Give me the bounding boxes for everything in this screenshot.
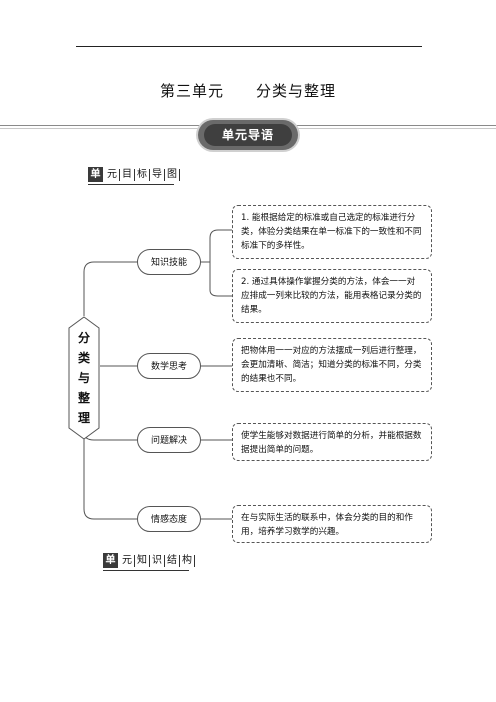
root-node-shape — [68, 316, 100, 440]
section-heading-first-char: 单 — [103, 553, 118, 568]
section-heading-underline — [103, 570, 189, 571]
section-heading-first-char: 单 — [88, 167, 103, 182]
root-char: 与 — [77, 371, 90, 385]
branch-node-attitude: 情感态度 — [137, 506, 201, 532]
top-rule — [76, 46, 422, 47]
section-heading-underline — [88, 184, 174, 185]
goal-box-thinking: 把物体用一一对应的方法摆成一列后进行整理，会更加清晰、简洁；知道分类的标准不同，… — [232, 338, 432, 392]
goal-box-problem-solving: 使学生能够对数据进行简单的分析，并能根据数据提出简单的问题。 — [232, 423, 432, 461]
connector-root-4 — [83, 440, 137, 520]
goal-box-knowledge-1: 1. 能根据给定的标准或自己选定的标准进行分类，体验分类结果在单一标准下的一致性… — [232, 205, 432, 259]
connector-root-1 — [83, 261, 137, 316]
page-title: 第三单元 分类与整理 — [159, 82, 336, 100]
section-heading-char: 元 — [105, 168, 120, 181]
goal-box-knowledge-2: 2. 通过具体操作掌握分类的方法，体会一一对应排成一列来比较的方法，能用表格记录… — [232, 269, 432, 323]
banner-label: 单元导语 — [204, 124, 292, 146]
connector-branch-1a — [201, 229, 232, 263]
root-char: 理 — [77, 411, 90, 425]
section-heading-char: 导 — [150, 168, 165, 181]
section-heading-structure: 单 元 知 识 结 构 — [103, 553, 195, 571]
root-char: 分 — [77, 331, 90, 345]
section-heading-char: 目 — [120, 168, 135, 181]
branch-node-thinking: 数学思考 — [137, 353, 201, 379]
root-char: 类 — [77, 351, 90, 365]
branch-node-problem-solving: 问题解决 — [137, 427, 201, 453]
section-heading-char: 图 — [165, 168, 180, 181]
section-heading-char: 识 — [150, 554, 165, 567]
connector-branch-1b — [209, 262, 232, 297]
section-heading-char: 标 — [135, 168, 150, 181]
root-node-label: 分 类 与 整 理 — [68, 316, 100, 440]
section-heading-char: 知 — [135, 554, 150, 567]
section-heading-char: 结 — [165, 554, 180, 567]
section-heading-char: 构 — [180, 554, 195, 567]
branch-node-knowledge: 知识技能 — [137, 249, 201, 275]
section-heading-char: 元 — [120, 554, 135, 567]
goal-box-attitude: 在与实际生活的联系中，体会分类的目的和作用，培养学习数学的兴趣。 — [232, 505, 432, 543]
section-heading-goals: 单 元 目 标 导 图 — [88, 167, 180, 185]
root-char: 整 — [77, 391, 90, 405]
